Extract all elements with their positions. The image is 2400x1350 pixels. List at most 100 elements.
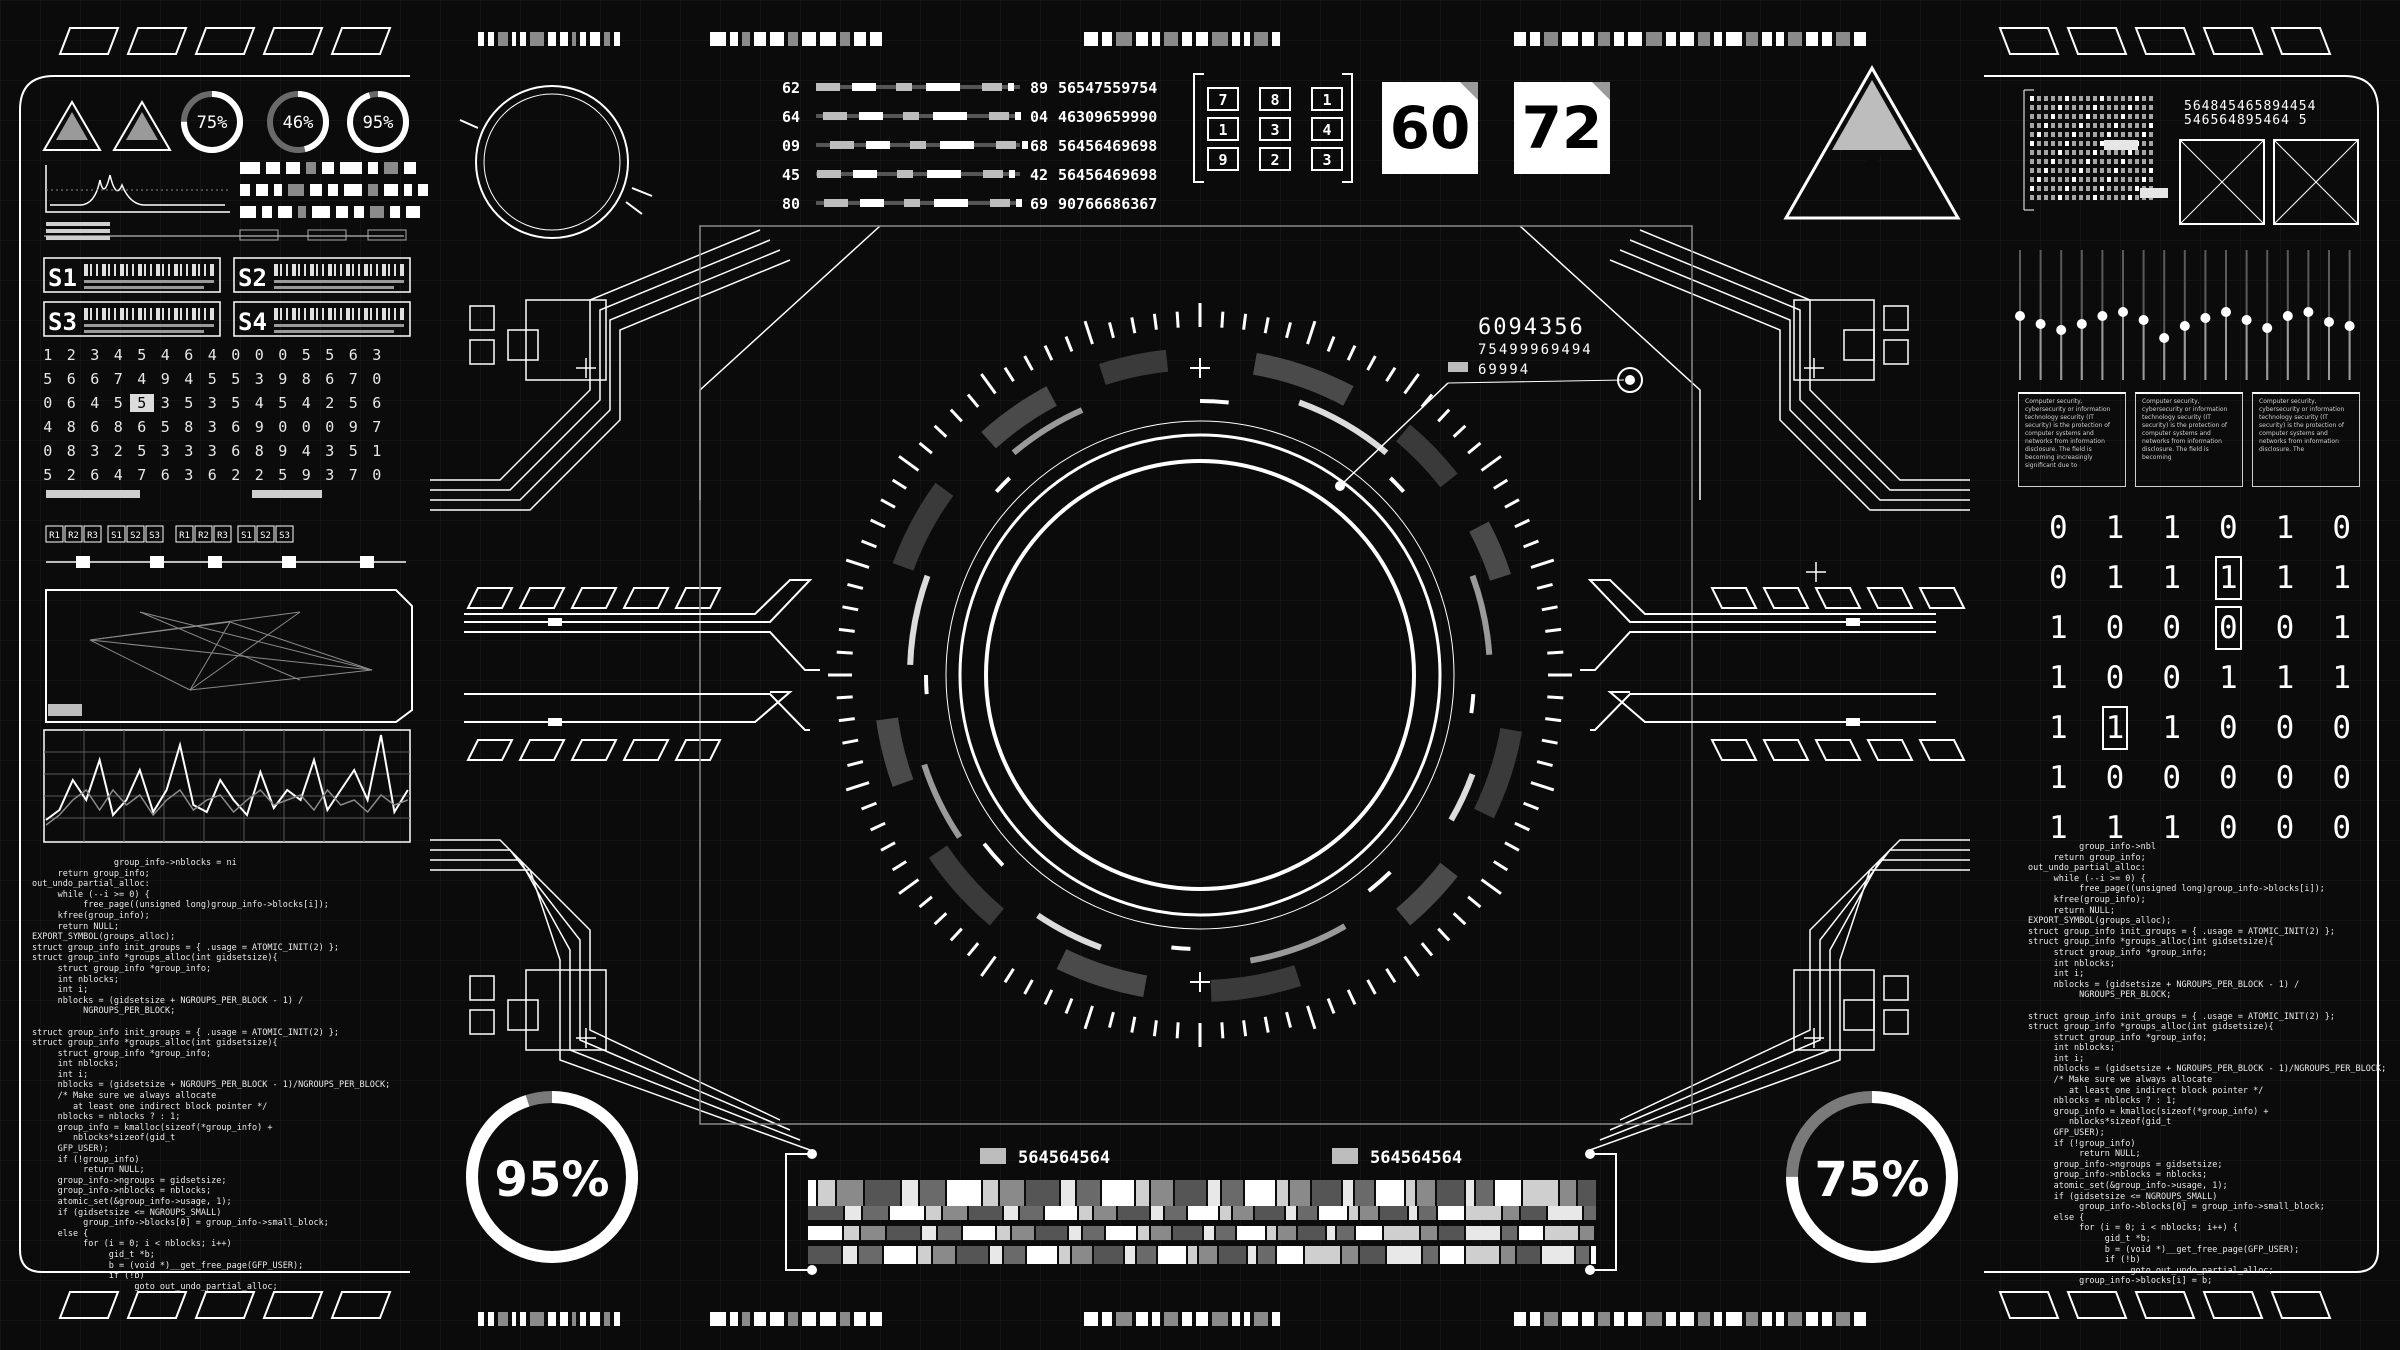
barcode-block: [1421, 1226, 1437, 1240]
grid-digit: 3: [254, 370, 264, 388]
indicator-bar: [298, 206, 306, 218]
keypad-key-label: 3: [1270, 121, 1279, 139]
tiny-digit: [2044, 132, 2048, 137]
left-upper-arrow-bar: [464, 631, 820, 671]
indicator-bar: [384, 184, 398, 196]
parallelogram-mark: [1814, 587, 1862, 609]
barcode-block: [1173, 1226, 1202, 1240]
tiny-digit: [2079, 141, 2083, 146]
grid-digit: 5: [43, 466, 53, 484]
svg-text:72: 72: [1522, 94, 1603, 162]
tiny-digit: [2086, 150, 2090, 155]
tiny-digit: [2086, 159, 2090, 164]
parallelogram-mark: [330, 27, 392, 55]
segment: [1514, 32, 1526, 46]
segment: [1854, 32, 1866, 46]
grid-digit: 2: [113, 442, 123, 460]
reticle-tick: [1403, 373, 1420, 395]
segment: [770, 1312, 784, 1326]
binary-digit: 1: [2101, 706, 2129, 750]
bottom-data-panel: 564564564 564564564: [785, 1148, 1617, 1275]
slot-barcode: [138, 264, 142, 276]
slot-barcode: [204, 264, 206, 276]
reticle-tick: [1130, 317, 1137, 334]
reticle-tick: [1541, 738, 1558, 745]
indicator-bar: [240, 162, 260, 174]
grid-digit: 4: [301, 442, 311, 460]
grid-digit: 6: [160, 466, 170, 484]
reticle-arc: [1199, 399, 1229, 405]
rs-key: [175, 525, 194, 543]
barcode-block: [1061, 1180, 1075, 1206]
reticle-tick: [1536, 760, 1553, 767]
barcode-block: [1384, 1226, 1419, 1240]
grid-digit: 5: [301, 346, 311, 364]
tiny-digit: [2100, 177, 2104, 182]
tiny-digit: [2058, 141, 2062, 146]
keypad-key-label: 9: [1218, 151, 1227, 169]
tiny-digit: [2114, 177, 2118, 182]
barcode-block: [1305, 1246, 1340, 1264]
segment: [1530, 1312, 1540, 1326]
keypad-key-label: 2: [1270, 151, 1279, 169]
binary-cell: 0: [2313, 710, 2370, 746]
tiny-digit: [2079, 195, 2083, 200]
tiny-digit: [2072, 150, 2076, 155]
slot-barcode: [310, 308, 314, 320]
slot-barcode: [394, 308, 396, 320]
binary-digit: 1: [2105, 810, 2125, 846]
readout-right-number: 56547559754: [1058, 79, 1157, 97]
keypad-key: [1207, 87, 1239, 111]
barcode-block: [1560, 1180, 1576, 1206]
binary-digit: 1: [2105, 510, 2125, 546]
grid-digit: 6: [90, 466, 100, 484]
tiny-digit: [2051, 186, 2055, 191]
binary-cell: 0: [2200, 510, 2257, 546]
grid-digit: 5: [184, 394, 194, 412]
grid-digit: 6: [66, 394, 76, 412]
parallelogram-mark: [330, 1291, 392, 1319]
reticle-tick: [838, 627, 855, 633]
grid-digit: 5: [130, 394, 154, 412]
grid-digit: 9: [160, 370, 170, 388]
tiny-digit: [2142, 123, 2146, 128]
segment: [1746, 1312, 1758, 1326]
tiny-digit: [2058, 195, 2062, 200]
indicator-bar: [340, 162, 362, 174]
indicator-bar: [354, 206, 364, 218]
binary-cell: 1: [2030, 660, 2087, 696]
slider-knob: [2179, 321, 2190, 331]
barcode-block: [1423, 1246, 1438, 1264]
barcode-block: [1277, 1180, 1288, 1206]
slider-knob: [2221, 307, 2231, 317]
slot-barcode: [156, 264, 160, 276]
svg-text:69994: 69994: [1478, 362, 1530, 378]
barcode-block: [818, 1180, 835, 1206]
barcode-block: [861, 1226, 885, 1240]
reticle-tick: [1083, 1005, 1094, 1030]
binary-digit: 0: [2048, 560, 2068, 596]
parallelogram-mark: [1866, 587, 1914, 609]
reticle-tick: [847, 760, 864, 767]
barcode-block: [1343, 1180, 1353, 1206]
barcode-block: [1136, 1180, 1149, 1206]
segment: [614, 1312, 620, 1326]
grid-digit: 6: [231, 418, 241, 436]
rs-key-label: R2: [68, 531, 79, 541]
segment: [1762, 1312, 1772, 1326]
parallelogram-mark: [2134, 1291, 2196, 1319]
tiny-digit: [2100, 105, 2104, 110]
segmented-bars: [478, 32, 1866, 1326]
code-listing-right: group_info->nbl return group_info; out_u…: [2028, 842, 2387, 1287]
barcode-block: [1151, 1180, 1173, 1206]
binary-digit: 1: [2218, 660, 2238, 696]
grid-digit: 9: [254, 418, 264, 436]
timeline-chip: [307, 229, 347, 241]
grid-digit: 5: [348, 394, 358, 412]
slider-knob: [2200, 313, 2211, 323]
tiny-digit: [2093, 123, 2097, 128]
tiny-digit: [2093, 96, 2097, 101]
reticle-tick: [1220, 311, 1225, 328]
